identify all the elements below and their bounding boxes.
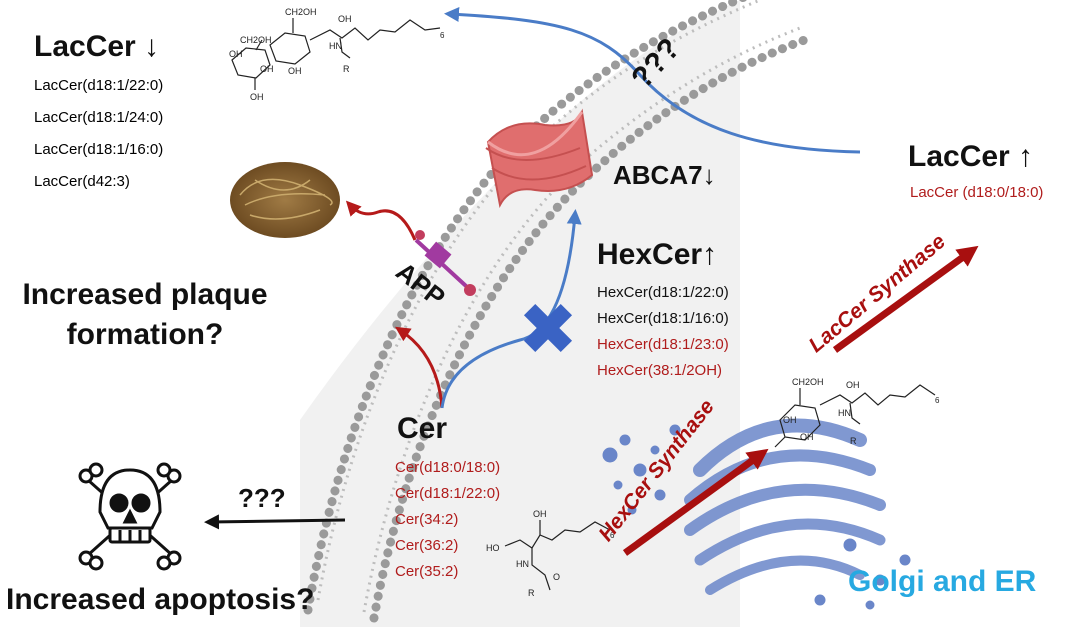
golgi-er-icon [602,418,911,610]
lacCer-left-item: LacCer(d18:1/22:0) [34,77,164,94]
lacCer-left-title: LacCer ↓ [34,30,160,63]
hexCer-item: HexCer(d18:1/16:0) [597,310,729,327]
glc-r: R [850,436,857,446]
app-to-plaque-arrow [345,200,417,241]
cer-o: O [553,572,560,582]
lacCer-left-item: LacCer(d18:1/16:0) [34,141,164,158]
hexCer-list: HexCer(d18:1/22:0) HexCer(d18:1/16:0) HexC… [597,280,729,384]
apoptosis-question: Increased apoptosis? [6,583,315,616]
lacCer-export-arrow [444,7,861,154]
cer-ho: HO [486,543,500,553]
cer-item: Cer(d18:1/22:0) [395,485,501,502]
lac-hn: HN [329,41,342,51]
cer-r: R [528,588,535,598]
glc-sub: 6 [935,396,940,405]
lac-oh-4: OH [288,66,302,76]
lacCer-left-item: LacCer(d42:3) [34,173,130,190]
hexCer-item: HexCer(d18:1/23:0) [597,336,729,353]
lac-ch2oh-1: CH2OH [285,7,317,17]
cer-item: Cer(34:2) [395,511,459,528]
ceramide-structure [504,520,611,591]
cer-sub: 6 [610,531,615,540]
abca7-transporter-icon [485,108,594,208]
apoptosis-arrow [204,514,346,530]
cer-item: Cer(d18:0/18:0) [395,459,501,476]
cer-title: Cer [397,412,448,445]
lac-r: R [343,64,350,74]
abca7-label: ABCA7↓ [613,160,716,190]
hexCer-item: HexCer(38:1/2OH) [597,362,723,379]
glc-oh-3: OH [846,380,860,390]
cer-to-app-arrow [394,326,444,409]
glc-oh-1: OH [783,415,797,425]
lac-ch2oh-2: CH2OH [240,35,272,45]
app-protein-icon [414,230,476,296]
lac-oh-2: OH [260,64,274,74]
lacCer-synthase-label: LacCer Synthase [805,230,951,357]
lacCer-left-list: LacCer(d18:1/22:0) LacCer(d18:1/24:0) La… [34,70,163,198]
amyloid-plaque-icon [230,162,340,238]
hexCer-synthase-arrow [622,448,769,556]
lacCer-left-item: LacCer(d18:1/24:0) [34,109,164,126]
lac-oh-3: OH [250,92,264,102]
cer-to-abca7-arrow [440,209,582,409]
lac-sub: 6 [440,31,445,40]
plaque-line-1: Increased plaque [22,278,268,311]
hexCer-item: HexCer(d18:1/22:0) [597,284,729,301]
lac-oh-5: OH [338,14,352,24]
question-left-label: ??? [238,483,286,513]
glucosylceramide-structure [774,384,936,448]
plaque-line-2: formation? [66,318,224,351]
glc-hn: HN [838,408,851,418]
plaque-question: Increased plaque formation? [10,275,280,355]
hexCer-title: HexCer↑ [597,238,718,271]
glc-oh-2: OH [800,432,814,442]
cer-oh: OH [533,509,547,519]
lactosylceramide-structure [231,18,441,90]
lacCer-right-title: LacCer ↑ [908,140,1034,173]
cer-item: Cer(35:2) [395,563,459,580]
skull-crossbones-icon [78,462,182,571]
lacCer-synthase-arrow [832,245,979,353]
lac-oh-1: OH [229,49,243,59]
cer-list: Cer(d18:0/18:0) Cer(d18:1/22:0) Cer(34:2… [395,455,500,585]
cer-hn: HN [516,559,529,569]
cer-item: Cer(36:2) [395,537,459,554]
golgi-er-label: Golgi and ER [848,565,1037,598]
blocked-cross-icon [523,303,573,353]
lacCer-right-item: LacCer (d18:0/18:0) [910,184,1044,201]
glc-ch2oh: CH2OH [792,377,824,387]
